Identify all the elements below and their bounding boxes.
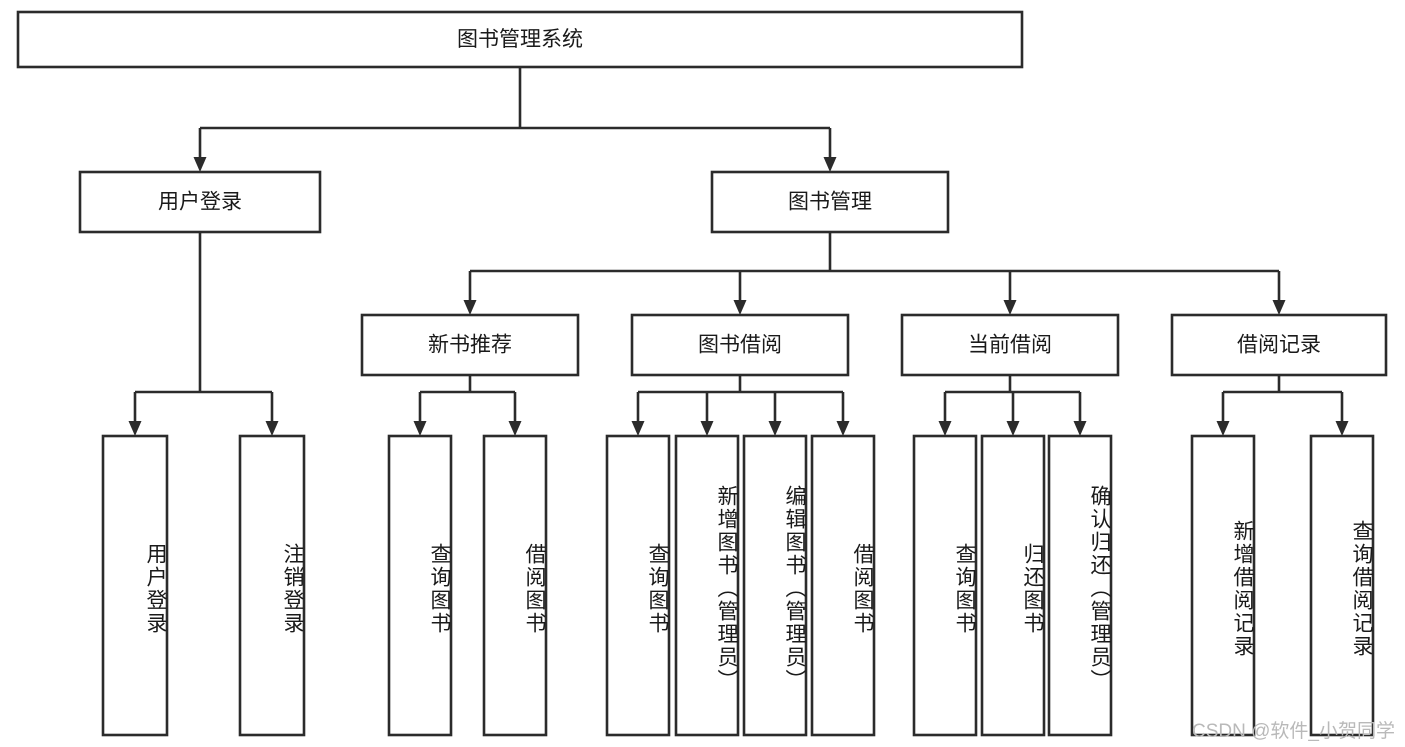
node-box-layer — [16, 10, 1388, 737]
node-box-leaf13[interactable] — [1309, 434, 1375, 737]
edge-layer — [128, 67, 1349, 436]
node-box-login[interactable] — [78, 170, 322, 234]
node-box-leaf4[interactable] — [482, 434, 548, 737]
node-label-bookmgmt: 图书管理 — [788, 191, 872, 214]
csdn-watermark: CSDN @软件_小贺同学 — [1192, 721, 1395, 742]
node-box-bookmgmt[interactable] — [710, 170, 950, 234]
node-label-record: 借阅记录 — [1237, 334, 1321, 357]
node-label-root: 图书管理系统 — [457, 28, 583, 51]
node-box-leaf11[interactable] — [1047, 434, 1113, 737]
node-box-leaf9[interactable] — [912, 434, 978, 737]
node-box-leaf12[interactable] — [1190, 434, 1256, 737]
node-box-leaf3[interactable] — [387, 434, 453, 737]
node-box-leaf7[interactable] — [742, 434, 808, 737]
node-box-leaf8[interactable] — [810, 434, 876, 737]
node-box-current[interactable] — [900, 313, 1120, 377]
node-box-borrow[interactable] — [630, 313, 850, 377]
node-box-leaf5[interactable] — [605, 434, 671, 737]
node-box-newbook[interactable] — [360, 313, 580, 377]
node-box-leaf6[interactable] — [674, 434, 740, 737]
node-label-borrow: 图书借阅 — [698, 334, 782, 357]
node-box-leaf2[interactable] — [238, 434, 306, 737]
node-label-current: 当前借阅 — [968, 334, 1052, 357]
node-label-newbook: 新书推荐 — [428, 334, 512, 357]
node-box-leaf1[interactable] — [101, 434, 169, 737]
node-box-record[interactable] — [1170, 313, 1388, 377]
node-box-root[interactable] — [16, 10, 1024, 69]
node-box-leaf10[interactable] — [980, 434, 1046, 737]
node-label-login: 用户登录 — [158, 191, 242, 214]
